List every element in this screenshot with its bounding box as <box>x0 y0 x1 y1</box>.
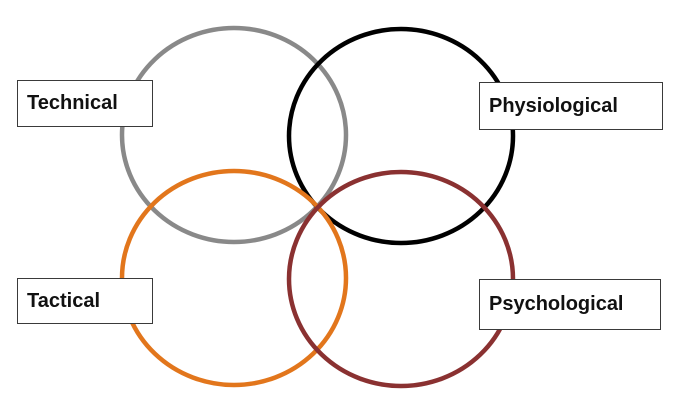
technical-label: Technical <box>27 92 118 114</box>
tactical-label: Tactical <box>27 289 100 312</box>
technical-circle <box>119 25 349 245</box>
physiological-label: Physiological <box>489 94 618 117</box>
physiological-circle <box>286 26 516 246</box>
tactical-circle <box>119 168 349 388</box>
psychological-label: Psychological <box>489 293 624 315</box>
psychological-label-box: Psychological <box>479 279 661 330</box>
physiological-label-box: Physiological <box>479 82 663 130</box>
tactical-label-box: Tactical <box>17 278 153 324</box>
technical-label-box: Technical <box>17 80 153 127</box>
